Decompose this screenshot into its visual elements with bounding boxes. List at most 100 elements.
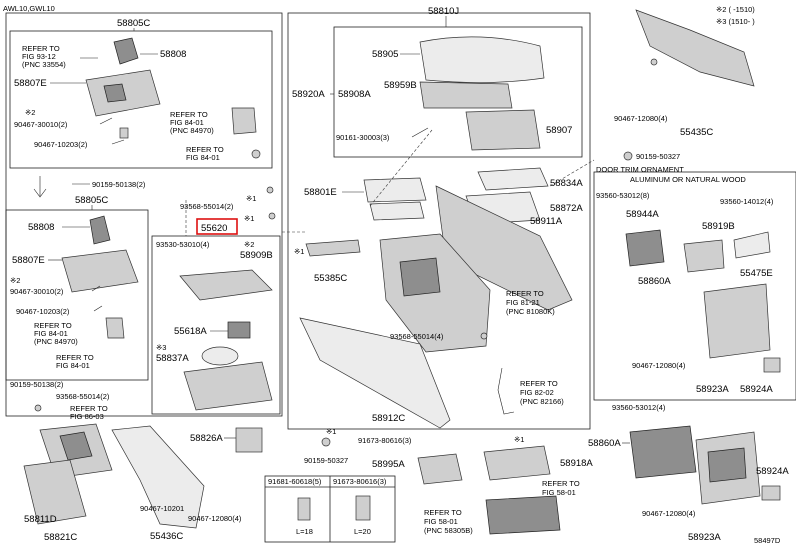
label-90467-12080-box: 90467-12080(4) [632,361,686,370]
top-left-group-box [9,30,273,169]
label-93568-55014-mid: 93568-55014(2) [180,202,234,211]
label-58911A: 58911A [530,216,563,227]
door-trim-55435C [635,9,755,87]
console-trim-lower [23,459,87,525]
label-90159-50327-r: 90159-50327 [636,152,680,161]
label-58909B: 58909B [240,250,273,261]
svg-text:REFER TO: REFER TO [186,145,224,154]
svg-text:※1: ※1 [326,427,336,436]
door-ornament-box [593,171,796,401]
model-code: AWL10,GWL10 [3,4,55,13]
label-58821C: 58821C [44,532,77,543]
vent-grille-part [629,425,697,479]
svg-text:REFER TO: REFER TO [520,379,558,388]
label-58959B: 58959B [384,80,417,91]
label-58808-top: 58808 [160,49,186,60]
svg-text:※1: ※1 [294,247,304,256]
label-90467-12080-top-r: 90467-12080(4) [614,114,668,123]
arrow-down [33,176,47,198]
label-55436C: 55436C [150,531,183,542]
center-frame [287,12,591,430]
label-55385C: 55385C [314,273,347,284]
svg-text:(PNC 82166): (PNC 82166) [520,397,564,406]
svg-text:FIG 82-02: FIG 82-02 [520,388,554,397]
label-58805C-mid: 58805C [75,195,108,206]
svg-text:REFER TO: REFER TO [506,289,544,298]
fastener-len-1: L=18 [296,527,313,536]
hinge-part [465,109,541,151]
highlight-55620 [196,218,238,235]
label-58860A: 58860A [588,438,621,449]
label-93568-55014-r: 93568-55014(4) [390,332,444,341]
label-58834A: 58834A [550,178,583,189]
shift-knob-part [113,37,139,65]
svg-text:(PNC 84970): (PNC 84970) [34,337,78,346]
label-58905: 58905 [372,49,398,60]
switch-part [231,107,257,135]
note-line-1: ※2 ( -1510) [716,5,755,14]
label-58810J: 58810J [428,6,459,17]
label-55435C: 55435C [680,127,713,138]
label-58912C: 58912C [372,413,405,424]
cupholder-group-box [151,235,281,415]
svg-text:※2: ※2 [10,276,20,285]
svg-text:REFER TO: REFER TO [542,479,580,488]
svg-text:※3: ※3 [156,343,166,352]
fastener-len-2: L=20 [354,527,371,536]
mid-left-group-box [5,209,149,381]
svg-text:(PNC 58305B): (PNC 58305B) [424,526,473,535]
label-90467-10203-top: 90467-10203(2) [34,140,88,149]
note-line-2: ※3 (1510- ) [716,17,755,26]
ref-label: FIG 93-12 [22,52,56,61]
armrest-group-box [333,26,583,158]
label-93560-53012-a: 93560-53012(8) [596,191,650,200]
label-58808-bot: 58808 [28,222,54,233]
svg-text:FIG 84-01: FIG 84-01 [170,118,204,127]
label-90467-12080-br: 90467-12080(4) [642,509,696,518]
label-58908A: 58908A [338,89,371,100]
label-90159-50138-bot: 90159-50138(2) [10,380,64,389]
label-58837A: 58837A [156,353,189,364]
label-58924A: 58924A [756,466,789,477]
label-58924A-box: 58924A [740,384,773,395]
label-58919B: 58919B [702,221,735,232]
label-90467-12080-mid: 90467-12080(4) [188,514,242,523]
svg-text:FIG 84-01: FIG 84-01 [186,153,220,162]
label-58807E-bot: 58807E [12,255,45,266]
svg-text:FIG 58-01: FIG 58-01 [424,517,458,526]
ref-label: (PNC 33554) [22,60,66,69]
svg-text:FIG 84-01: FIG 84-01 [56,361,90,370]
door-box-title-1: DOOR TRIM ORNAMENT [596,165,684,174]
label-58995A: 58995A [372,459,405,470]
svg-text:FIG 84-01: FIG 84-01 [34,329,68,338]
rail-55385C [305,239,361,257]
svg-text:(PNC 84970): (PNC 84970) [170,126,214,135]
door-box-title-2: ALUMINUM OR NATURAL WOOD [630,175,746,184]
panel-58923A-box [703,283,771,359]
label-55475E: 55475E [740,268,773,279]
svg-text:FIG 58-01: FIG 58-01 [542,488,576,497]
label-55620: 55620 [201,223,227,234]
svg-text:REFER TO: REFER TO [424,508,462,517]
svg-text:※1: ※1 [246,194,256,203]
fastener-code-2: 91673-80616(3) [333,477,387,486]
label-90467-30010-bot: 90467-30010(2) [10,287,64,296]
cupholder-lid-part [179,269,273,301]
label-90467-30010-top: 90467-30010(2) [14,120,68,129]
label-58920A: 58920A [292,89,325,100]
bracket-58918A [483,445,551,481]
label-58923A-box: 58923A [696,384,729,395]
label-90159-50327-bot: 90159-50327 [304,456,348,465]
svg-text:※2: ※2 [244,240,254,249]
clip-icon [355,495,371,521]
fastener-code-1: 91681-60618(5) [268,477,322,486]
console-side-left [299,317,451,429]
svg-text:※1: ※1 [244,214,254,223]
label-58811D: 58811D [24,514,57,525]
svg-text:FIG 81-21: FIG 81-21 [506,298,540,307]
armrest-lid-part [419,36,545,83]
svg-text:FIG 86-03: FIG 86-03 [70,412,104,421]
label-58860A-box: 58860A [638,276,671,287]
svg-text:REFER TO: REFER TO [70,404,108,413]
